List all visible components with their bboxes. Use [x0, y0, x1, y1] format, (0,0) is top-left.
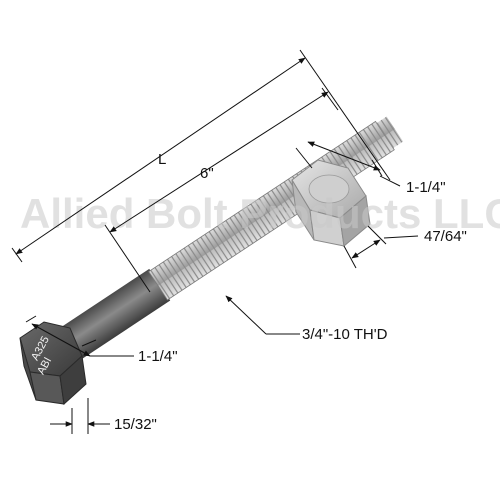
dim-line-nut-thickness	[351, 239, 381, 259]
label-head-thickness: 15/32"	[114, 416, 157, 433]
dim-head-width	[25, 315, 134, 357]
label-thread-spec: 3/4"-10 TH'D	[302, 326, 388, 343]
bolt-thread-tip	[376, 116, 404, 149]
dim-nut-thickness	[343, 225, 419, 269]
dim-thread-length	[104, 87, 339, 293]
label-thread-length: 6"	[200, 165, 214, 182]
dim-line-thread	[109, 91, 329, 233]
label-nut-width: 1-1/4"	[406, 179, 446, 196]
leader-thread-spec	[225, 295, 300, 335]
label-head-width: 1-1/4"	[138, 348, 178, 365]
dim-nut-width	[295, 141, 401, 187]
dim-line-head-width	[31, 323, 91, 357]
label-overall-length: L	[158, 151, 166, 168]
dim-line-nut-width	[307, 141, 381, 171]
label-nut-thickness: 47/64"	[424, 228, 467, 245]
dim-head-thickness	[50, 398, 110, 434]
